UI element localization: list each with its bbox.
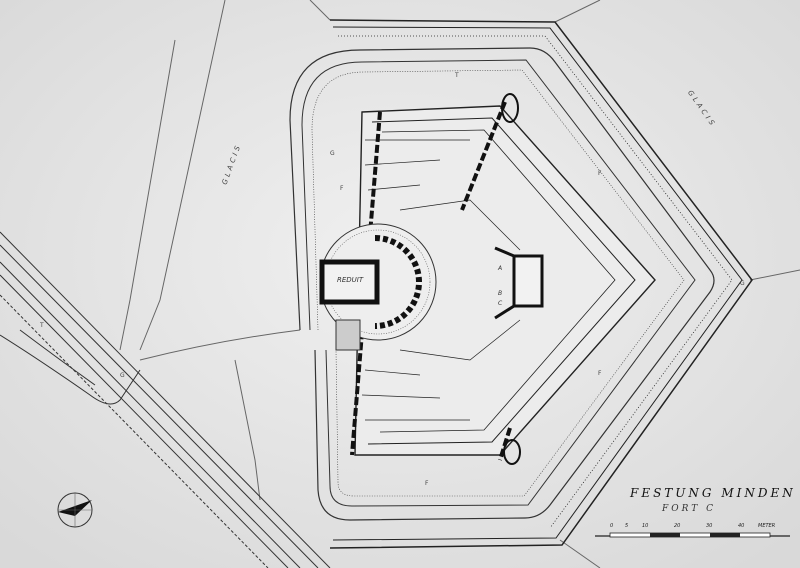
caponier-letter: C xyxy=(498,300,503,307)
reduit-label: REDUIT xyxy=(337,276,364,284)
field-letter: G xyxy=(740,280,745,287)
field-letter: F xyxy=(598,170,602,177)
scale-tick-label: 0 xyxy=(610,523,614,529)
scale-tick-label: 20 xyxy=(674,523,681,529)
reduit xyxy=(319,223,437,351)
caponier xyxy=(494,246,544,320)
field-letter: F xyxy=(425,480,429,487)
field-letter: G xyxy=(120,372,125,379)
field-letter: F xyxy=(598,370,602,377)
field-letter: F xyxy=(340,185,344,192)
scale-tick-label: 30 xyxy=(706,523,713,529)
compass-rose-icon xyxy=(57,492,93,528)
field-boundaries xyxy=(119,0,800,568)
glacis-outline xyxy=(329,19,753,549)
map-title: FESTUNG MINDEN xyxy=(630,486,796,500)
bastion-tips xyxy=(501,93,521,465)
caponier-letter: B xyxy=(498,290,503,297)
caponier-letter: A xyxy=(498,265,503,272)
covered-way xyxy=(289,47,715,521)
scale-tick-label: 10 xyxy=(642,523,649,529)
map-subtitle: FORT C xyxy=(662,504,716,514)
field-letter: T xyxy=(455,72,459,79)
railway xyxy=(0,231,331,568)
scale-tick-label: 40 xyxy=(738,523,745,529)
scale-bar xyxy=(595,532,790,538)
scale-tick-label: 5 xyxy=(625,523,629,529)
scale-unit-label: METER xyxy=(758,523,776,529)
field-letter: G xyxy=(330,150,335,157)
field-letter: T xyxy=(40,322,44,329)
